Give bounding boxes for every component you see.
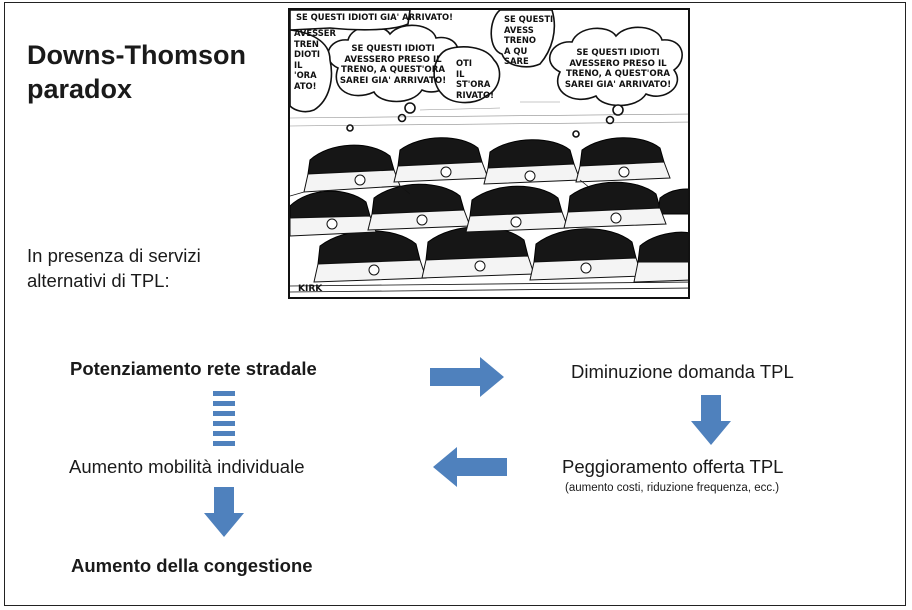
cartoon-drawing	[290, 10, 688, 297]
bubble-fragment-top-left: SE QUESTI IDIOTI GIA' ARRIVATO!	[296, 12, 453, 22]
node-service-worsening: Peggioramento offerta TPL	[562, 456, 784, 477]
arrow-right-icon	[430, 357, 504, 397]
node-demand-decrease: Diminuzione domanda TPL	[571, 361, 794, 382]
arrow-down-icon	[691, 395, 731, 445]
dashed-arrow-shaft	[213, 391, 235, 446]
artist-signature: KIRK	[298, 284, 323, 294]
node-congestion-increase: Aumento della congestione	[71, 555, 313, 576]
slide: Downs-Thomson paradox In presenza di ser…	[4, 2, 906, 606]
node-mobility-increase: Aumento mobilità individuale	[69, 456, 305, 477]
node-service-worsening-note: (aumento costi, riduzione frequenza, ecc…	[565, 482, 780, 494]
intro-text: In presenza di servizi alternativi di TP…	[27, 245, 201, 291]
bubble-fragment-middle: OTI IL ST'ORA RIVATO!	[456, 58, 494, 100]
slide-title: Downs-Thomson paradox	[27, 40, 246, 104]
arrow-down-congestion-icon	[204, 487, 244, 537]
bubble-fragment-left-side: AVESSER TREN DIOTI IL 'ORA ATO!	[294, 28, 336, 91]
traffic-cartoon: SE QUESTI IDIOTI GIA' ARRIVATO! AVESSER …	[288, 8, 690, 299]
arrow-left-icon	[433, 447, 507, 487]
thought-bubble-left-text: SE QUESTI IDIOTI AVESSERO PRESO IL TRENO…	[339, 44, 447, 86]
bubble-fragment-top-right: SE QUESTI AVESS TRENO A QU SARE	[504, 14, 554, 66]
node-road-upgrade: Potenziamento rete stradale	[70, 358, 317, 379]
thought-bubble-right-text: SE QUESTI IDIOTI AVESSERO PRESO IL TRENO…	[564, 48, 672, 90]
